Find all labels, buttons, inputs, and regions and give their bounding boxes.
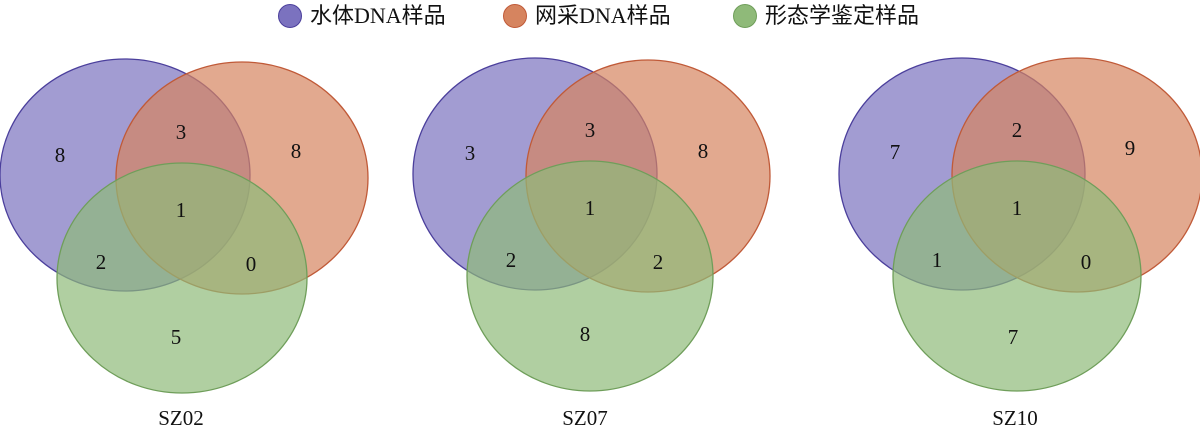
venn-circle-morphology xyxy=(892,160,1142,392)
venn-count-b-only: 8 xyxy=(291,139,302,163)
legend-swatch-morphology xyxy=(733,4,757,28)
venn-count-bc: 0 xyxy=(246,252,257,276)
legend-swatch-water-dna xyxy=(278,4,302,28)
legend-label-water-dna: 水体DNA样品 xyxy=(310,3,446,28)
venn-count-a-only: 8 xyxy=(55,143,66,167)
venn-count-ac: 1 xyxy=(932,248,943,272)
venn-count-c-only: 8 xyxy=(580,322,591,346)
venn-count-ac: 2 xyxy=(96,250,107,274)
venn-count-ab: 2 xyxy=(1012,118,1023,142)
venn-count-ab: 3 xyxy=(585,118,596,142)
venn-count-c-only: 5 xyxy=(171,325,182,349)
venn-circle-morphology xyxy=(56,162,308,394)
legend-item-water-dna: 水体DNA样品 xyxy=(278,0,446,32)
venn-count-c-only: 7 xyxy=(1008,325,1019,349)
panel-title: SZ07 xyxy=(562,406,608,430)
legend: 水体DNA样品 网采DNA样品 形态学鉴定样品 xyxy=(0,0,1200,34)
venn-circle-morphology xyxy=(466,160,714,392)
venn-count-abc: 1 xyxy=(585,196,596,220)
venn-count-b-only: 9 xyxy=(1125,136,1136,160)
venn-count-b-only: 8 xyxy=(698,139,709,163)
venn-count-abc: 1 xyxy=(176,198,187,222)
legend-label-net-dna: 网采DNA样品 xyxy=(535,3,671,28)
legend-item-net-dna: 网采DNA样品 xyxy=(503,0,671,32)
venn-count-a-only: 7 xyxy=(890,140,901,164)
venn-count-a-only: 3 xyxy=(465,141,476,165)
venn-count-bc: 0 xyxy=(1081,250,1092,274)
panel-title: SZ10 xyxy=(992,406,1038,430)
venn-count-ac: 2 xyxy=(506,248,517,272)
panel-title: SZ02 xyxy=(158,406,204,430)
legend-swatch-net-dna xyxy=(503,4,527,28)
venn-count-bc: 2 xyxy=(653,250,664,274)
legend-item-morphology: 形态学鉴定样品 xyxy=(733,0,919,32)
legend-label-morphology: 形态学鉴定样品 xyxy=(765,3,920,28)
venn-count-ab: 3 xyxy=(176,120,187,144)
venn-count-abc: 1 xyxy=(1012,196,1023,220)
